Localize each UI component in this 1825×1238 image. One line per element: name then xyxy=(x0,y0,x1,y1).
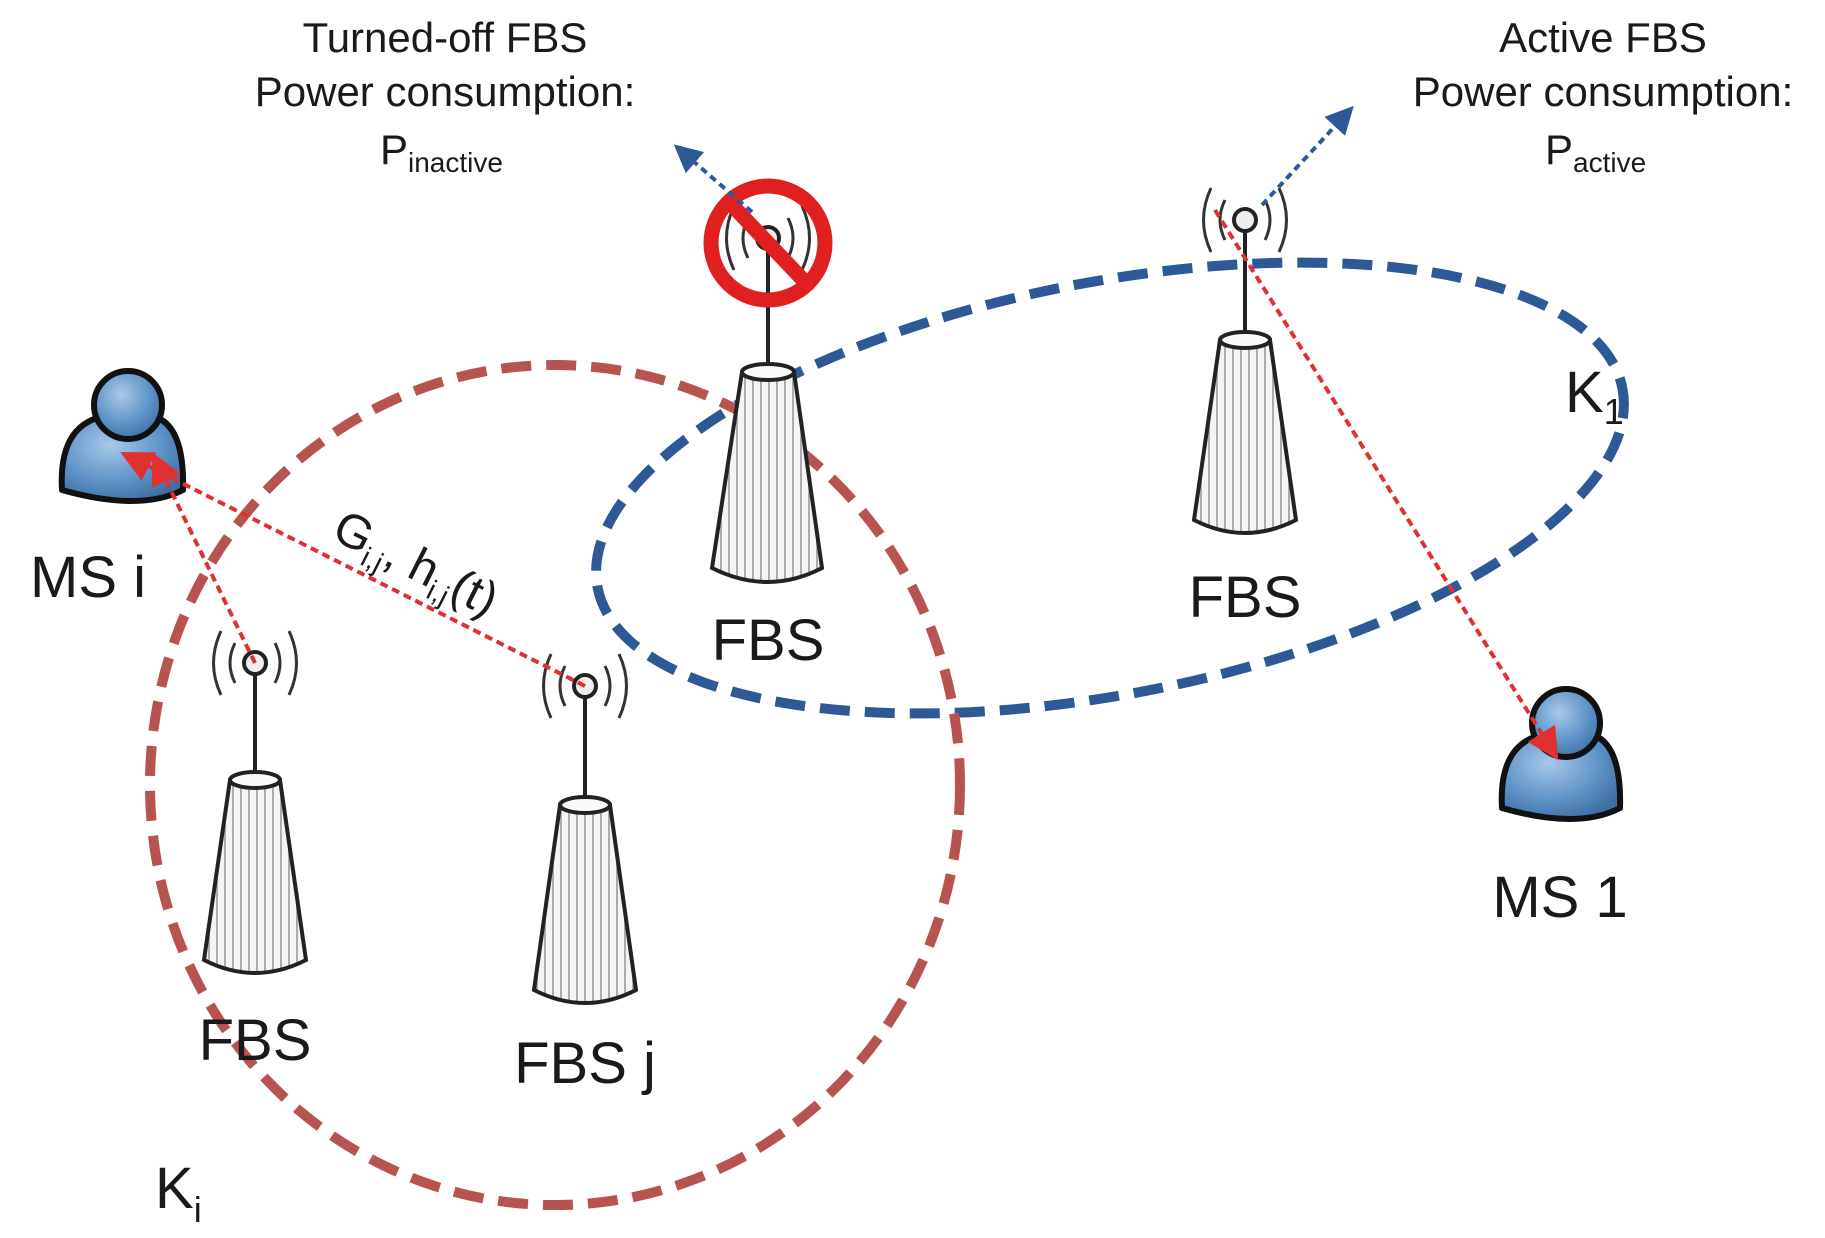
fbs-left-tower xyxy=(201,630,309,975)
turned-off-power-label: Power consumption: xyxy=(255,68,636,115)
fbs-j-label: FBS j xyxy=(514,1031,656,1096)
link-fbs-j-to-ms-i xyxy=(120,452,586,688)
active-title: Active FBS xyxy=(1499,14,1707,61)
link-fbs-active-to-ms-1 xyxy=(1213,208,1559,761)
cluster-k1-boundary xyxy=(591,257,1629,719)
fbs-off-label: FBS xyxy=(712,608,825,673)
fbs-j-tower xyxy=(531,653,639,1005)
no-signal-icon xyxy=(703,178,833,308)
ms-1-label: MS 1 xyxy=(1492,865,1627,930)
cluster-k1-label: K1 xyxy=(1565,360,1624,432)
power-arrow-off xyxy=(673,144,754,214)
fbs-off-tower xyxy=(709,238,825,584)
turned-off-title: Turned-off FBS xyxy=(303,14,588,61)
p-inactive-symbol: Pinactive xyxy=(380,126,503,178)
p-active-symbol: Pactive xyxy=(1545,126,1646,178)
power-arrow-active xyxy=(1260,105,1354,207)
active-power-label: Power consumption: xyxy=(1413,68,1794,115)
cluster-ki-label: Ki xyxy=(155,1156,202,1230)
fbs-left-label: FBS xyxy=(199,1008,312,1073)
cluster-ki-boundary xyxy=(145,360,965,1210)
fbs-active-tower xyxy=(1191,187,1299,535)
ms-1-user-icon xyxy=(1498,686,1624,822)
ms-i-label: MS i xyxy=(30,545,146,610)
fbs-active-label: FBS xyxy=(1189,565,1302,630)
